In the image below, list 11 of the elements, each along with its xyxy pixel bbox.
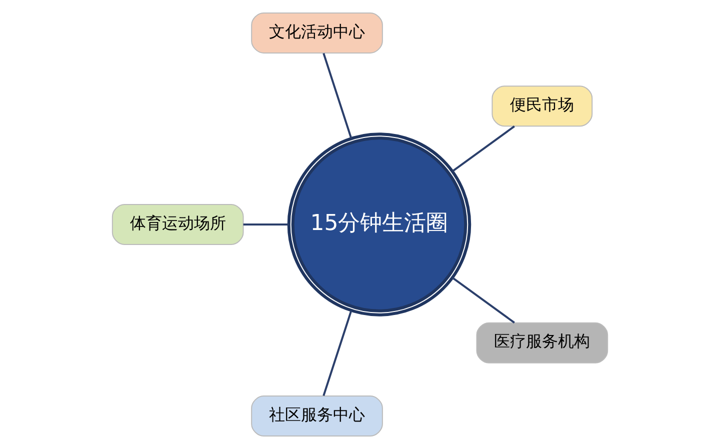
node-box: 社区服务中心 [251,395,383,436]
node-box: 体育运动场所 [112,204,244,244]
node-box: 便民市场 [492,85,593,126]
connector [322,52,352,138]
connector [452,125,515,172]
node-circle: 15分钟生活圈 [287,132,472,316]
node-box: 医疗服务机构 [476,322,608,363]
connector [243,223,289,225]
connector [322,310,352,396]
node-box: 文化活动中心 [251,12,383,53]
connector [452,276,515,323]
